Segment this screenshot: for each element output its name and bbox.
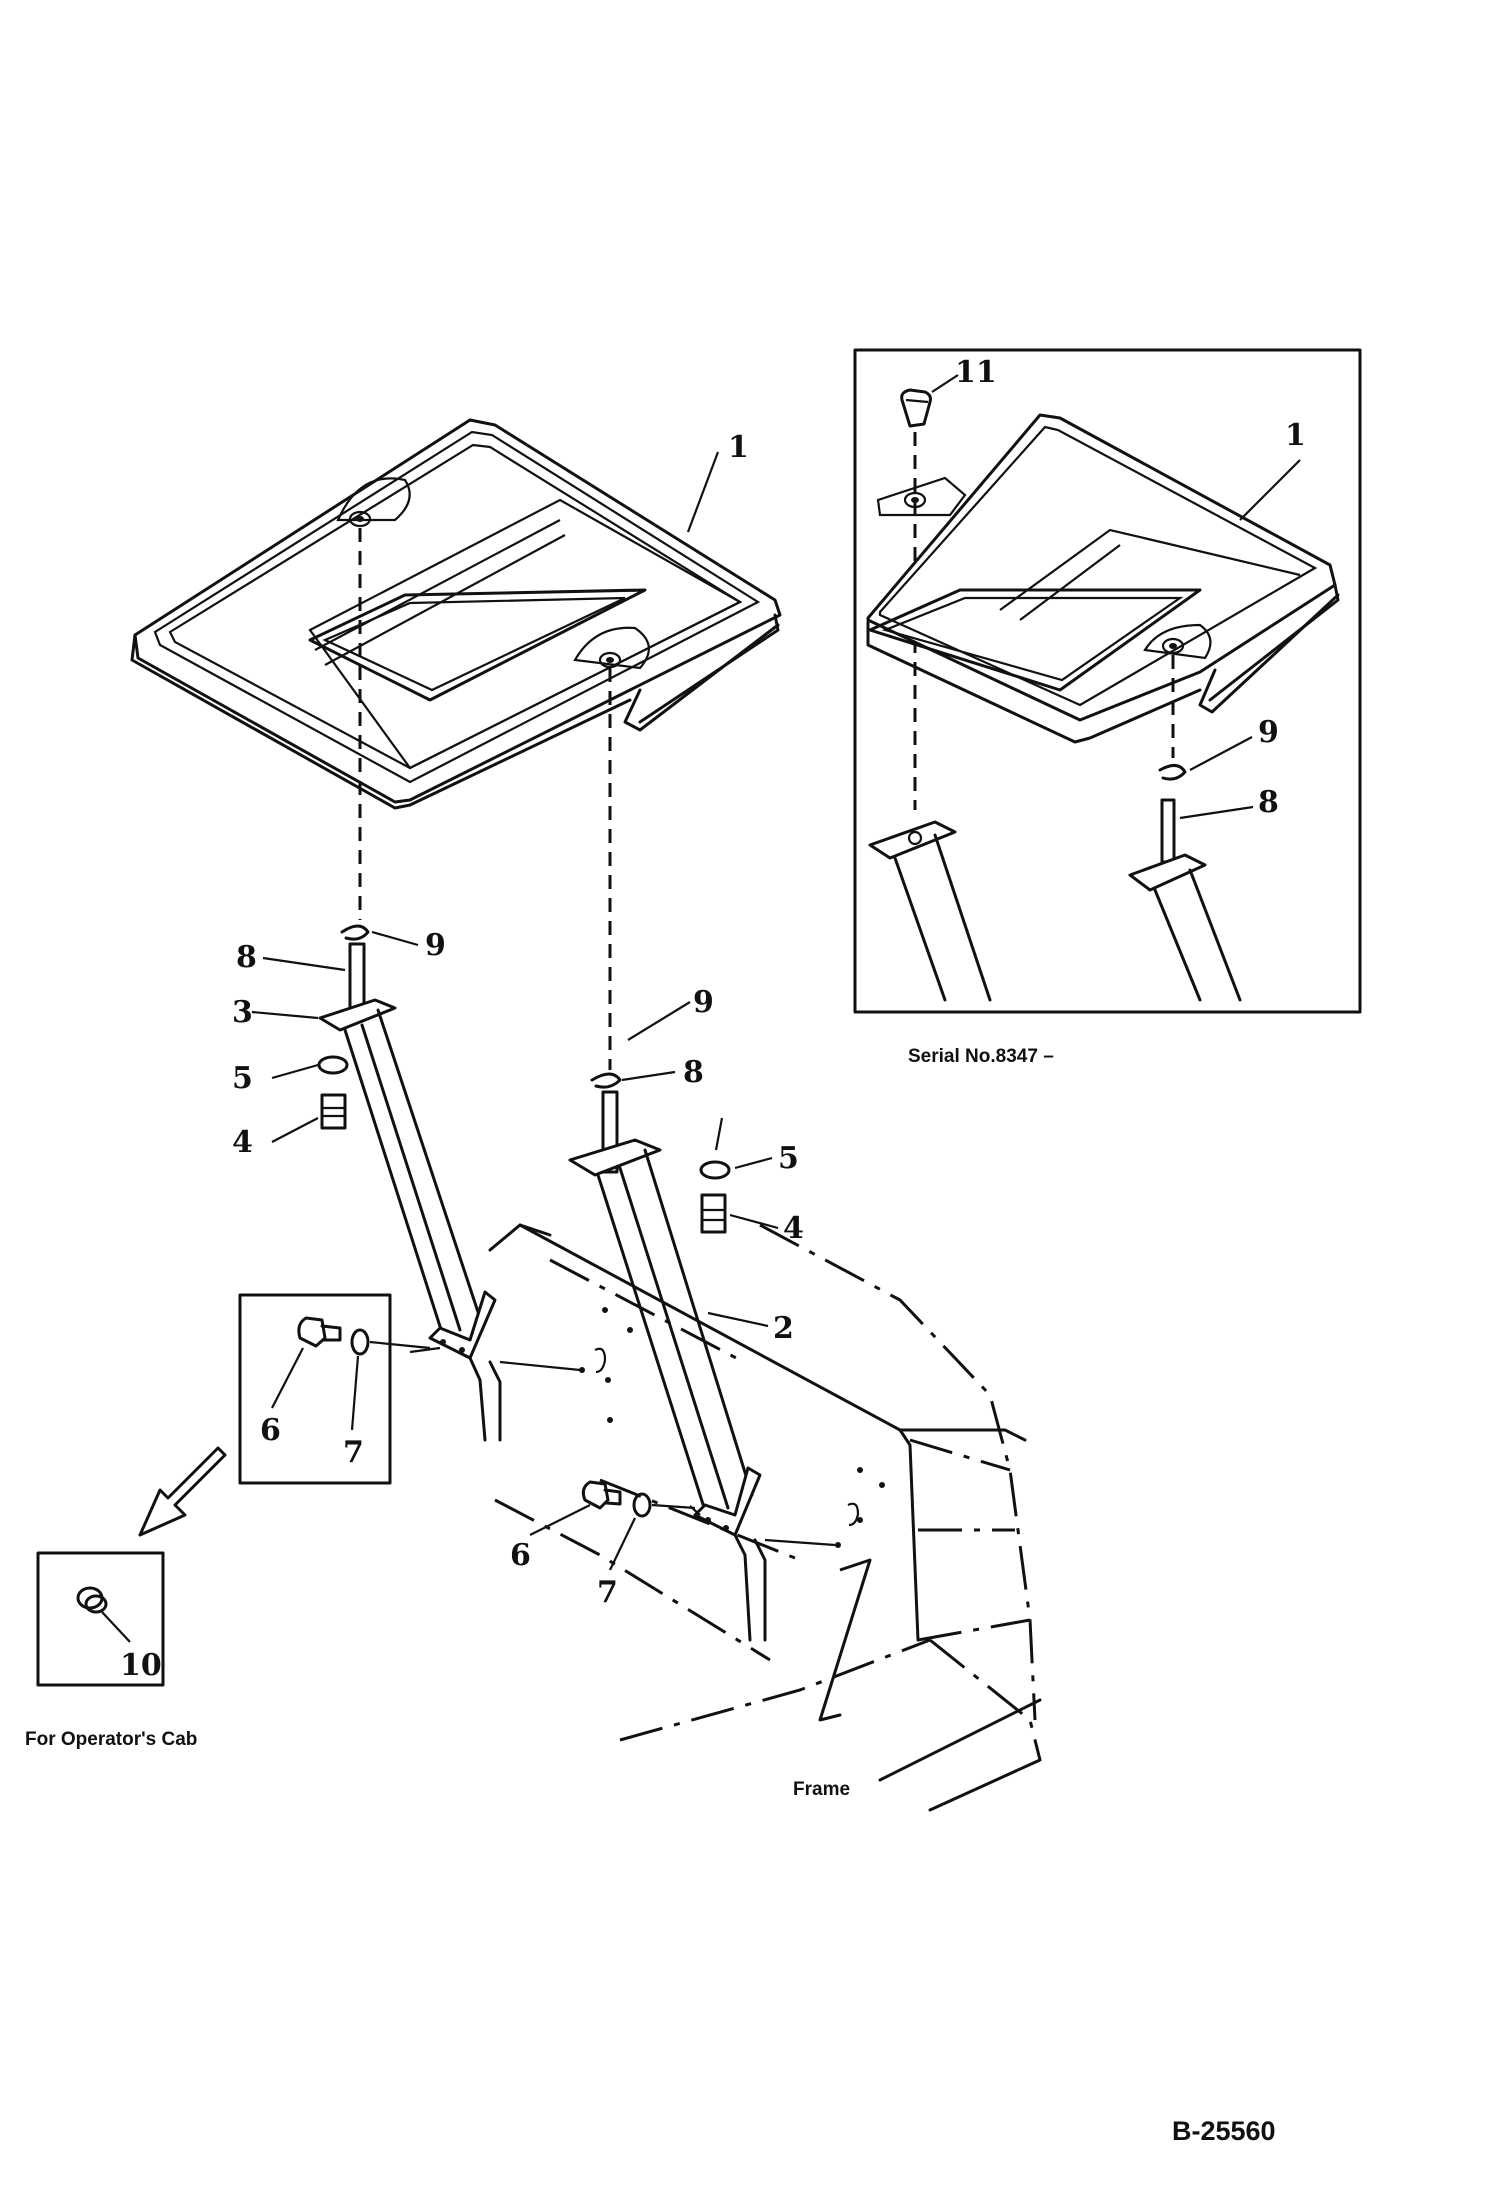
callout-pin-left: 8 xyxy=(236,940,257,975)
pin-serial xyxy=(1160,798,1176,864)
callout-clip-serial: 9 xyxy=(1258,715,1279,750)
callout-roof-main: 1 xyxy=(728,430,749,465)
mounting-plate-right xyxy=(568,1138,662,1177)
callout-bolt-inset: 6 xyxy=(260,1413,281,1448)
serial-inset xyxy=(853,348,1362,1014)
caption-operator-cab: For Operator's Cab xyxy=(25,1729,197,1750)
callout-cap-serial: 11 xyxy=(955,355,997,390)
inset-bolt-box xyxy=(238,1293,431,1485)
callout-bolt-left: 4 xyxy=(232,1125,253,1160)
arrow-to-cab-inset xyxy=(138,1446,227,1537)
machine-frame xyxy=(409,1223,1042,1812)
callout-washer-left: 5 xyxy=(232,1061,253,1096)
bolt-lower xyxy=(581,1480,610,1510)
left-pillar xyxy=(317,924,502,1442)
mounting-plate-left xyxy=(318,998,397,1032)
washer-lower xyxy=(632,1492,652,1518)
caption-serial: Serial No.8347 – xyxy=(908,1046,1054,1067)
right-pillar xyxy=(568,1072,767,1642)
bolt-right xyxy=(700,1193,727,1234)
callout-washer-inset: 7 xyxy=(343,1435,364,1470)
callout-washer-lower: 7 xyxy=(597,1575,618,1610)
callout-pillar-right: 2 xyxy=(773,1311,794,1346)
callout-washer-right: 5 xyxy=(778,1141,799,1176)
callout-roof-serial: 1 xyxy=(1285,418,1306,453)
callout-labels: 1 2 3 4 5 8 9 9 8 5 4 6 7 6 7 10 1 11 9 … xyxy=(120,355,1306,1683)
washer-left xyxy=(317,1055,349,1075)
callout-plate-left: 3 xyxy=(232,995,253,1030)
clip-right xyxy=(590,1072,622,1089)
callout-plug-cab: 10 xyxy=(120,1648,162,1683)
clip-serial xyxy=(1158,764,1187,781)
leader-lines xyxy=(251,374,1301,1571)
callout-clip-right: 9 xyxy=(693,985,714,1020)
caption-frame: Frame xyxy=(793,1779,850,1800)
callout-pin-serial: 8 xyxy=(1258,785,1279,820)
roof-canopy xyxy=(130,418,782,810)
inset-cab-box xyxy=(36,1551,165,1687)
drawing-code: B-25560 xyxy=(1172,2116,1276,2146)
bolt-left xyxy=(320,1093,347,1130)
callout-bolt-lower: 6 xyxy=(510,1538,531,1573)
cap-serial xyxy=(900,388,932,428)
washer-right xyxy=(699,1160,731,1180)
callout-clip-left: 9 xyxy=(425,928,446,963)
lower-bolt-washer xyxy=(581,1480,696,1518)
callout-pin-right: 8 xyxy=(683,1055,704,1090)
clip-left xyxy=(340,924,370,941)
callout-bolt-right: 4 xyxy=(783,1211,804,1246)
